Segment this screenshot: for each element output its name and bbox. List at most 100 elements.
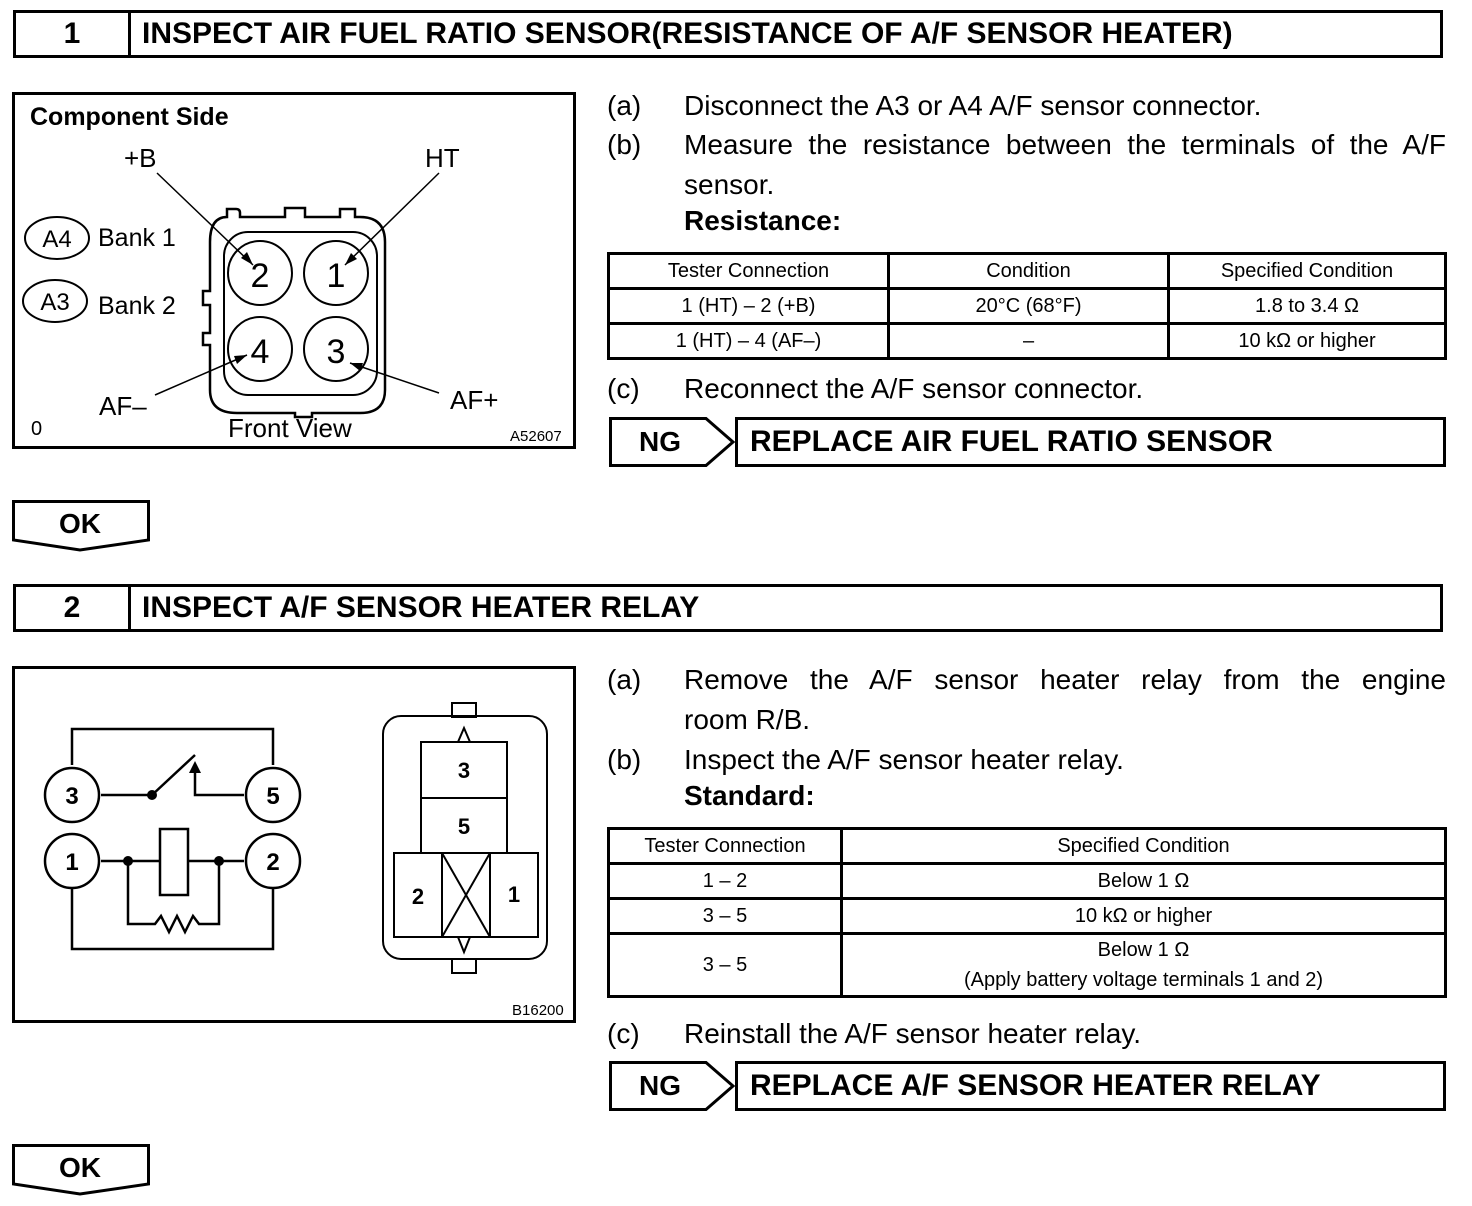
pin-2-label: 2 — [251, 257, 270, 295]
step-label: (c) — [607, 373, 640, 404]
terminal-5-label: 5 — [266, 783, 279, 810]
standard-heading: Standard: — [684, 780, 815, 811]
ng-arrow-shape — [609, 1061, 736, 1111]
switch-wire-right — [193, 773, 244, 797]
standard-table: Tester Connection Specified Condition 1 … — [607, 827, 1447, 998]
terminal-2-label: 2 — [266, 849, 279, 876]
terminal-1-label: 1 — [65, 849, 78, 876]
figure-id-a52607: A52607 — [510, 428, 562, 445]
relay-cross — [441, 852, 491, 938]
table-header: Specified Condition — [840, 827, 1447, 865]
step-label: (b) — [607, 744, 642, 775]
connector-housing — [201, 206, 387, 419]
pin-2-circle — [227, 240, 293, 306]
relay-pin-1-box — [489, 852, 539, 938]
switch-blade — [151, 754, 196, 796]
table-cell: 3 – 5 — [607, 932, 843, 998]
table-cell: 1 – 2 — [607, 862, 843, 900]
step-text-line1: Remove the A/F sensor heater relay from … — [684, 664, 1446, 695]
a4-code: A4 — [42, 226, 71, 253]
af-plus-label: AF+ — [450, 385, 498, 415]
step-text: Reconnect the A/F sensor connector. — [684, 373, 1144, 404]
plus-b-leader — [156, 172, 254, 266]
plus-b-label: +B — [124, 143, 157, 173]
pin-1-label: 1 — [327, 257, 346, 295]
step-text: Inspect the A/F sensor heater relay. — [684, 744, 1124, 775]
a4-oval — [24, 216, 90, 260]
af-minus-leader — [154, 354, 248, 396]
section1-number: 1 — [16, 13, 131, 55]
table-row: 3 – 5 Below 1 Ω (Apply battery voltage t… — [607, 932, 1447, 998]
table-header: Tester Connection — [607, 827, 843, 865]
section2-header: 2 INSPECT A/F SENSOR HEATER RELAY — [13, 584, 1443, 632]
a3-code: A3 — [40, 289, 69, 316]
table-cell: 10 kΩ or higher — [1167, 322, 1447, 360]
relay-diagram: 3 5 1 2 3 5 2 1 B16200 — [43, 702, 564, 1019]
step-label: (a) — [607, 90, 642, 121]
ng-action-box: REPLACE A/F SENSOR HEATER RELAY — [735, 1061, 1446, 1111]
terminal-1 — [43, 832, 101, 890]
relay-pin-1-label: 1 — [508, 882, 520, 907]
table-cell-multiline: Below 1 Ω (Apply battery voltage termina… — [840, 932, 1447, 998]
bottom-wire — [70, 889, 275, 951]
ht-arrow — [345, 253, 357, 265]
ok-label: OK — [59, 1152, 101, 1183]
table-cell: Below 1 Ω — [840, 862, 1447, 900]
bank1-label: Bank 1 — [98, 224, 176, 252]
pin-3-label: 3 — [327, 333, 346, 371]
table-cell: 1 (HT) – 2 (+B) — [607, 287, 890, 325]
resistance-table: Tester Connection Condition Specified Co… — [607, 252, 1447, 360]
ok-indicator-2: OK — [12, 1144, 150, 1196]
resistor — [126, 861, 221, 935]
relay-figure: 3 5 1 2 3 5 2 1 B16200 — [12, 666, 576, 1023]
ng-branch-1: NG REPLACE AIR FUEL RATIO SENSOR — [609, 417, 1446, 469]
top-wire — [70, 727, 275, 765]
ok-arrow-shape — [12, 1144, 150, 1196]
component-side-label: Component Side — [30, 103, 229, 131]
step-text-line1: Measure the resistance between the termi… — [684, 129, 1446, 160]
relay-pin-2-label: 2 — [412, 884, 424, 909]
ng-branch-2: NG REPLACE A/F SENSOR HEATER RELAY — [609, 1061, 1446, 1113]
section2-title: INSPECT A/F SENSOR HEATER RELAY — [142, 591, 700, 624]
af-minus-label: AF– — [99, 391, 147, 421]
relay-housing — [382, 715, 548, 960]
pin-4-circle — [227, 316, 293, 382]
figure-id-b16200: B16200 — [512, 1002, 564, 1019]
switch-pivot — [147, 790, 157, 800]
section1-title: INSPECT AIR FUEL RATIO SENSOR(RESISTANCE… — [142, 17, 1233, 50]
table-row: 1 (HT) – 4 (AF–) – 10 kΩ or higher — [607, 322, 1447, 360]
step-text: Disconnect the A3 or A4 A/F sensor conne… — [684, 90, 1262, 121]
table-cell-line1: Below 1 Ω — [1097, 939, 1190, 961]
relay-pin-3-label: 3 — [458, 758, 470, 783]
table-cell: – — [887, 322, 1170, 360]
connector-figure: Component Side +B HT A4 Bank 1 A3 Bank 2… — [12, 92, 576, 449]
table-cell: 10 kΩ or higher — [840, 897, 1447, 935]
pin-1-circle — [303, 240, 369, 306]
step-text-line2: room R/B. — [684, 704, 811, 735]
table-cell: 1.8 to 3.4 Ω — [1167, 287, 1447, 325]
relay-top-tab — [451, 702, 477, 718]
table-cell-line2: (Apply battery voltage terminals 1 and 2… — [963, 969, 1324, 991]
junction-dot — [123, 856, 133, 866]
table-cell: 1 (HT) – 4 (AF–) — [607, 322, 890, 360]
af-plus-leader — [349, 362, 440, 394]
table-header-row: Tester Connection Condition Specified Co… — [607, 252, 1447, 290]
step-label: (b) — [607, 129, 642, 160]
ng-arrow-shape — [609, 417, 736, 467]
step-text: Reinstall the A/F sensor heater relay. — [684, 1018, 1142, 1049]
relay-bottom-tab — [451, 958, 477, 974]
terminal-3 — [43, 766, 101, 824]
table-cell: 3 – 5 — [607, 897, 843, 935]
connector-inner — [223, 231, 378, 396]
terminal-5 — [244, 766, 302, 824]
relay-coil — [158, 827, 190, 897]
section2-number: 2 — [16, 587, 131, 629]
step-text-line2: sensor. — [684, 169, 775, 200]
junction-dot — [214, 856, 224, 866]
table-header: Condition — [887, 252, 1170, 290]
table-header: Specified Condition — [1167, 252, 1447, 290]
section1-header: 1 INSPECT AIR FUEL RATIO SENSOR(RESISTAN… — [13, 10, 1443, 58]
table-row: 1 (HT) – 2 (+B) 20°C (68°F) 1.8 to 3.4 Ω — [607, 287, 1447, 325]
ht-leader — [344, 172, 440, 266]
ng-action-box: REPLACE AIR FUEL RATIO SENSOR — [735, 417, 1446, 467]
